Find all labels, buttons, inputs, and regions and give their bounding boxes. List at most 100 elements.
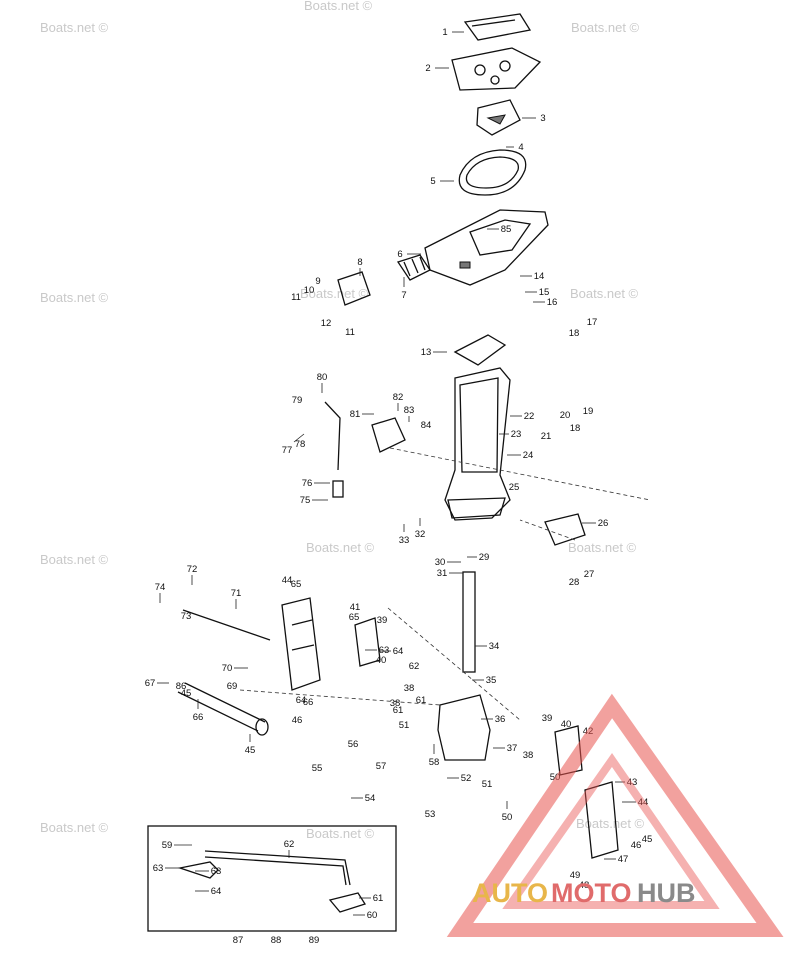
assembly-drawing [147, 13, 651, 932]
part-callout-57: 57 [376, 761, 387, 772]
part-callout-11: 11 [291, 292, 301, 303]
part-callout-46: 46 [631, 840, 642, 851]
part-callout-61: 61 [416, 695, 427, 706]
part-callout-62: 62 [284, 839, 295, 850]
part-callout-19: 19 [583, 406, 594, 417]
part-callout-3: 3 [540, 113, 545, 124]
part-callout-75: 75 [300, 495, 311, 506]
part-callout-18: 18 [570, 423, 581, 434]
watermark-text: Boats.net © [304, 0, 373, 13]
tube-70 [177, 682, 269, 736]
watermark-text: Boats.net © [40, 290, 109, 305]
part-callout-66: 66 [193, 712, 204, 723]
part-callout-37: 37 [507, 743, 518, 754]
part-callout-43: 43 [627, 777, 638, 788]
part-callout-8: 8 [357, 257, 362, 268]
watermark-text: Boats.net © [306, 540, 375, 555]
shaft-34 [462, 571, 476, 673]
part-callout-52: 52 [461, 773, 472, 784]
part-callout-47: 47 [618, 854, 629, 865]
swivel-bracket-36 [437, 694, 491, 761]
part-callout-77: 77 [282, 445, 293, 456]
part-callout-39: 39 [542, 713, 553, 724]
part-callout-63: 63 [153, 863, 164, 874]
block-7 [396, 254, 431, 281]
part-callout-14: 14 [534, 271, 545, 282]
part-callout-65: 65 [291, 579, 302, 590]
part-callout-65: 65 [349, 612, 360, 623]
part-callout-50: 50 [502, 812, 513, 823]
part-callout-69: 69 [227, 681, 238, 692]
part-callout-16: 16 [547, 297, 558, 308]
rod-74 [182, 609, 271, 641]
top-cover-plate [463, 13, 532, 41]
driveshaft-housing [444, 367, 511, 521]
part-callout-51: 51 [399, 720, 410, 731]
part-callout-29: 29 [479, 552, 490, 563]
part-callout-55: 55 [312, 763, 323, 774]
part-callout-26: 26 [598, 518, 609, 529]
part-callout-64: 64 [211, 886, 222, 897]
part-callout-85: 85 [501, 224, 512, 235]
logo-hub: HUB [637, 878, 696, 908]
logo-auto: AUTO [472, 878, 548, 908]
part-callout-72: 72 [187, 564, 198, 575]
part-callout-45: 45 [642, 834, 653, 845]
part-callout-5: 5 [430, 176, 435, 187]
part-callout-38: 38 [390, 698, 401, 709]
part-callout-2: 2 [425, 63, 430, 74]
part-callout-50: 50 [550, 772, 561, 783]
bracket-67 [281, 597, 321, 691]
watermark-text: Boats.net © [568, 540, 637, 555]
part-callout-63: 63 [211, 866, 222, 877]
rod-78-83 [324, 401, 344, 498]
part-callout-59: 59 [162, 840, 173, 851]
part-callout-25: 25 [509, 482, 520, 493]
watermark-layer: Boats.net © Boats.net © Boats.net © Boats.n… [40, 0, 645, 841]
part-callout-31: 31 [437, 568, 448, 579]
part-callout-62: 62 [409, 661, 420, 672]
part-callout-33: 33 [399, 535, 410, 546]
part-callout-74: 74 [155, 582, 166, 593]
watermark-text: Boats.net © [40, 820, 109, 835]
part-callout-70: 70 [222, 663, 233, 674]
trim-bracket-43 [584, 781, 619, 859]
part-callout-39: 39 [377, 615, 388, 626]
plate-26 [544, 513, 586, 546]
inset-detail-box [147, 825, 397, 932]
part-callout-56: 56 [348, 739, 359, 750]
bracket-8 [337, 271, 371, 306]
top-cover-gasket [451, 47, 542, 91]
part-callout-7: 7 [401, 290, 406, 301]
part-callout-81: 81 [350, 409, 361, 420]
part-callout-15: 15 [539, 287, 550, 298]
plate-41 [354, 617, 381, 667]
part-callout-11: 11 [345, 327, 355, 338]
part-callout-6: 6 [397, 249, 402, 260]
part-callout-30: 30 [435, 557, 446, 568]
part-callout-40: 40 [376, 655, 387, 666]
part-callout-54: 54 [365, 793, 376, 804]
plate-3 [476, 99, 521, 136]
logo-triangle [446, 693, 784, 937]
watermark-text: Boats.net © [576, 816, 645, 831]
part-callout-41: 41 [350, 602, 361, 613]
part-callout-88: 88 [271, 935, 282, 946]
watermark-text: Boats.net © [40, 552, 109, 567]
part-callout-22: 22 [524, 411, 535, 422]
part-callout-60: 60 [367, 910, 378, 921]
callout-leader-line [293, 433, 305, 443]
plate-13 [453, 334, 507, 366]
part-callout-45: 45 [245, 745, 256, 756]
part-callout-84: 84 [421, 420, 432, 431]
part-callout-53: 53 [425, 809, 436, 820]
part-callout-46: 46 [292, 715, 303, 726]
part-callout-49: 49 [570, 870, 581, 881]
part-callout-32: 32 [415, 529, 426, 540]
callout-layer: 1234567891011111213141516171818192021222… [145, 27, 653, 946]
automotohub-logo: AUTO MOTO HUB [446, 693, 784, 937]
part-callout-61: 61 [393, 705, 404, 716]
part-callout-89: 89 [309, 935, 320, 946]
part-callout-61: 61 [373, 893, 384, 904]
part-callout-10: 10 [304, 285, 315, 296]
